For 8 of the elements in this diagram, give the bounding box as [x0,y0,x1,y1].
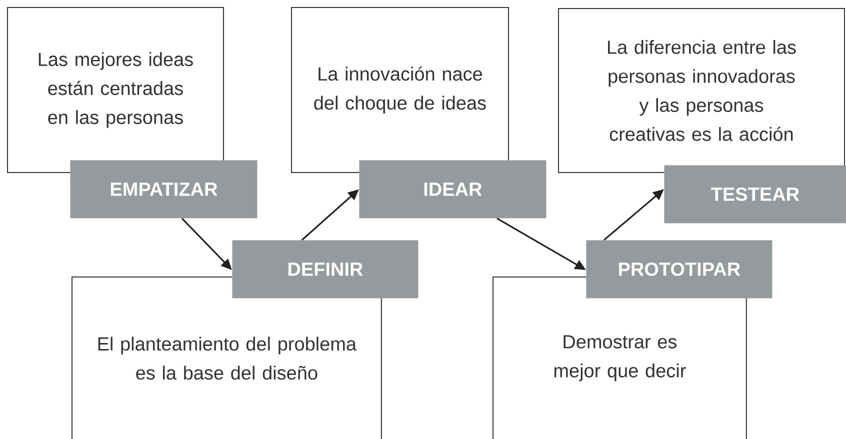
stage-label: IDEAR [359,160,546,218]
quote-box: La innovación nace del choque de ideas [291,7,509,173]
quote-box: La diferencia entre las personas innovadoras y las personas creativas es la acción [558,8,845,173]
stage-label: PROTOTIPAR [586,240,772,298]
stage-label: EMPATIZAR [70,160,258,218]
stage-label: DEFINIR [232,240,418,298]
quote-box: Las mejores ideas están centradas en las personas [7,7,224,173]
stage-label: TESTEAR [664,165,846,224]
